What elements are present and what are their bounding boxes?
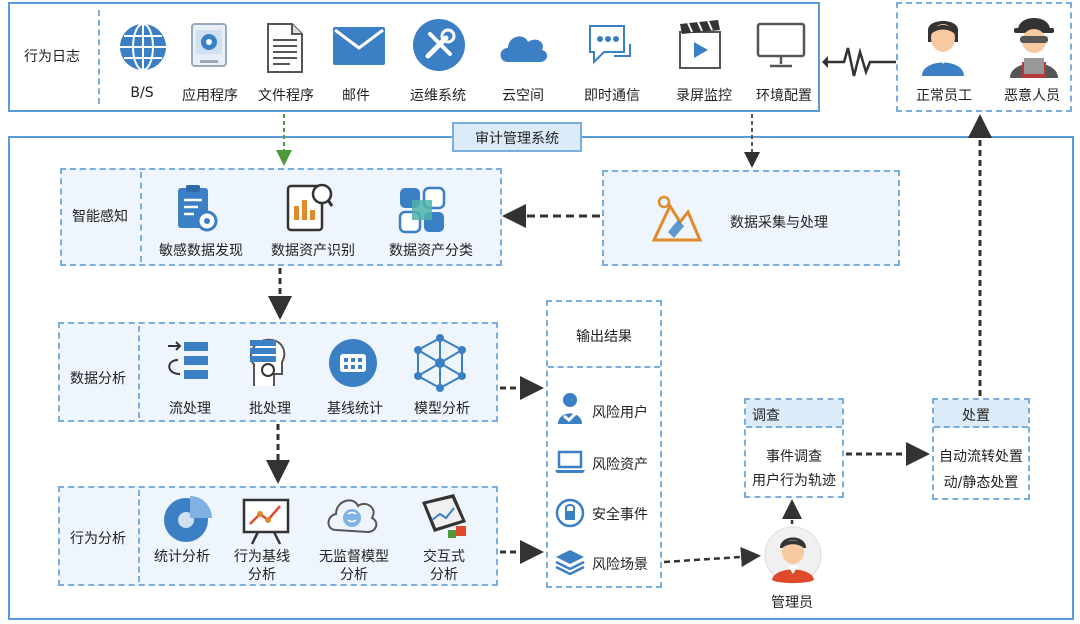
sensitive-data-icon [178, 185, 218, 232]
behavior-item-unsupervised-l1: 无监督模型 [319, 549, 389, 565]
log-panel-divider [98, 10, 100, 104]
behavior-analysis-divider [138, 490, 140, 582]
log-item-application: 应用程序 [182, 88, 238, 104]
data-analysis-divider [138, 326, 140, 418]
interactive-dashboard-icon [422, 494, 466, 538]
investigate-header-bg [746, 400, 842, 428]
dispose-item-auto: 自动流转处置 [939, 449, 1023, 465]
perception-divider [140, 172, 142, 262]
asset-identify-icon [286, 183, 334, 232]
employee-icon [922, 21, 964, 76]
layers-icon [555, 550, 585, 576]
dispose-title: 处置 [962, 408, 990, 424]
model-network-icon [414, 334, 466, 392]
collection-label: 数据采集与处理 [730, 215, 828, 231]
output-title: 输出结果 [576, 329, 632, 345]
investigate-item-event: 事件调查 [766, 449, 822, 465]
pie-stat-icon [164, 496, 212, 542]
output-title-underline [548, 366, 660, 368]
admin-avatar-icon [764, 526, 822, 584]
mountain-data-icon [651, 195, 703, 242]
data-analysis-item-stream: 流处理 [169, 401, 211, 417]
risk-user-icon [558, 393, 582, 424]
mail-icon [333, 27, 385, 65]
chat-icon [589, 25, 631, 65]
log-item-file: 文件程序 [258, 88, 314, 104]
perception-item-identify: 数据资产识别 [271, 243, 355, 259]
arrow-output-to-admin [663, 546, 761, 567]
application-icon [191, 23, 227, 67]
lock-shield-icon [555, 498, 585, 528]
signal-arrow [822, 47, 896, 77]
behavior-item-unsupervised-l2: 分析 [340, 567, 368, 583]
data-analysis-item-batch: 批处理 [249, 401, 291, 417]
audit-system-title-box [452, 122, 582, 152]
behavior-item-baseline-l1: 行为基线 [234, 549, 290, 565]
batch-process-icon [249, 338, 286, 386]
data-analysis-title: 数据分析 [70, 371, 126, 387]
normal-employee-label: 正常员工 [916, 88, 972, 104]
document-icon [267, 23, 303, 73]
perception-item-sensitive: 敏感数据发现 [159, 243, 243, 259]
log-item-environment: 环境配置 [756, 88, 812, 104]
log-item-screen-record: 录屏监控 [676, 88, 732, 104]
asset-classify-icon [398, 186, 446, 234]
investigate-title: 调查 [752, 408, 780, 424]
video-record-icon [679, 20, 721, 69]
audit-system-title: 审计管理系统 [475, 131, 559, 147]
stream-process-icon [168, 341, 208, 379]
log-item-bs: B/S [130, 85, 154, 101]
output-panel [546, 300, 662, 588]
tools-icon [413, 19, 465, 71]
behavior-item-interactive-l1: 交互式 [423, 549, 465, 565]
behavior-item-baseline-l2: 分析 [248, 567, 276, 583]
perception-item-classify: 数据资产分类 [389, 243, 473, 259]
collection-panel [602, 170, 900, 266]
log-item-cloud: 云空间 [502, 88, 544, 104]
log-item-im: 即时通信 [584, 88, 640, 104]
brain-cloud-icon [327, 499, 378, 534]
monitor-icon [756, 22, 806, 68]
behavior-item-stat: 统计分析 [154, 549, 210, 565]
perception-title: 智能感知 [72, 209, 128, 225]
dispose-item-dynamic: 动/静态处置 [943, 475, 1019, 491]
log-item-ops: 运维系统 [410, 88, 466, 104]
log-item-mail: 邮件 [342, 88, 370, 104]
laptop-icon [555, 450, 585, 473]
output-item-security-event: 安全事件 [592, 507, 648, 523]
malicious-person-label: 恶意人员 [1004, 88, 1060, 104]
behavior-item-interactive-l2: 分析 [430, 567, 458, 583]
admin-label: 管理员 [771, 595, 813, 611]
baseline-board-icon [242, 498, 290, 545]
behavior-log-title: 行为日志 [24, 49, 80, 65]
baseline-stat-icon [329, 339, 377, 387]
investigate-item-trace: 用户行为轨迹 [752, 473, 836, 489]
output-item-risk-user: 风险用户 [592, 405, 648, 421]
globe-icon [120, 23, 166, 71]
data-analysis-item-baseline: 基线统计 [327, 401, 383, 417]
output-item-risk-asset: 风险资产 [592, 457, 648, 473]
data-analysis-item-model: 模型分析 [414, 401, 470, 417]
cloud-icon [500, 36, 548, 62]
dispose-header-bg [934, 400, 1028, 428]
output-item-risk-scene: 风险场景 [592, 557, 648, 573]
malicious-person-icon [1010, 18, 1058, 78]
behavior-analysis-title: 行为分析 [70, 531, 126, 547]
